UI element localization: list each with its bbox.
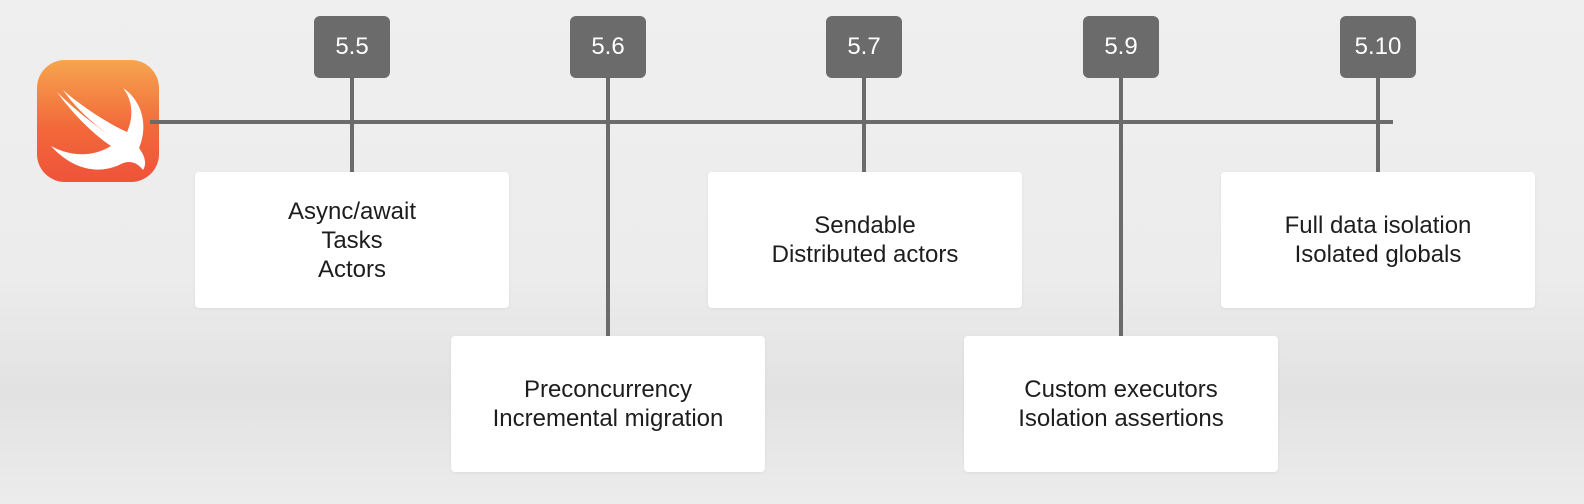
- swift-logo-icon: [37, 60, 159, 182]
- version-label: 5.9: [1104, 33, 1138, 60]
- feature-text: Isolation assertions: [1018, 405, 1224, 432]
- feature-card-5-6: Preconcurrency Incremental migration: [451, 336, 765, 472]
- feature-card-5-9: Custom executors Isolation assertions: [964, 336, 1278, 472]
- feature-text: Preconcurrency: [523, 376, 693, 403]
- feature-card-5-7: Sendable Distributed actors: [708, 172, 1022, 308]
- feature-text: Distributed actors: [771, 241, 959, 268]
- version-badge-5-10: 5.10: [1340, 16, 1416, 78]
- connector-5-5: [350, 78, 354, 172]
- version-badge-5-6: 5.6: [570, 16, 646, 78]
- connector-5-9: [1119, 78, 1123, 336]
- feature-text: Incremental migration: [492, 405, 724, 432]
- feature-card-5-10: Full data isolation Isolated globals: [1221, 172, 1535, 308]
- connector-5-7: [862, 78, 866, 172]
- feature-card-5-5: Async/await Tasks Actors: [195, 172, 509, 308]
- version-label: 5.7: [847, 33, 881, 60]
- connector-5-6: [606, 78, 610, 336]
- version-badge-5-9: 5.9: [1083, 16, 1159, 78]
- feature-text: Full data isolation: [1284, 212, 1472, 239]
- feature-text: Custom executors: [1024, 376, 1218, 403]
- version-badge-5-7: 5.7: [826, 16, 902, 78]
- version-badge-5-5: 5.5: [314, 16, 390, 78]
- timeline-axis: [150, 120, 1393, 124]
- feature-text: Actors: [317, 255, 386, 283]
- version-label: 5.6: [591, 33, 625, 60]
- feature-text: Async/await: [287, 197, 417, 225]
- connector-5-10: [1376, 78, 1380, 172]
- feature-text: Sendable: [814, 212, 916, 239]
- version-label: 5.5: [335, 33, 369, 60]
- feature-text: Tasks: [321, 226, 383, 254]
- version-label: 5.10: [1354, 33, 1402, 60]
- feature-text: Isolated globals: [1294, 241, 1462, 268]
